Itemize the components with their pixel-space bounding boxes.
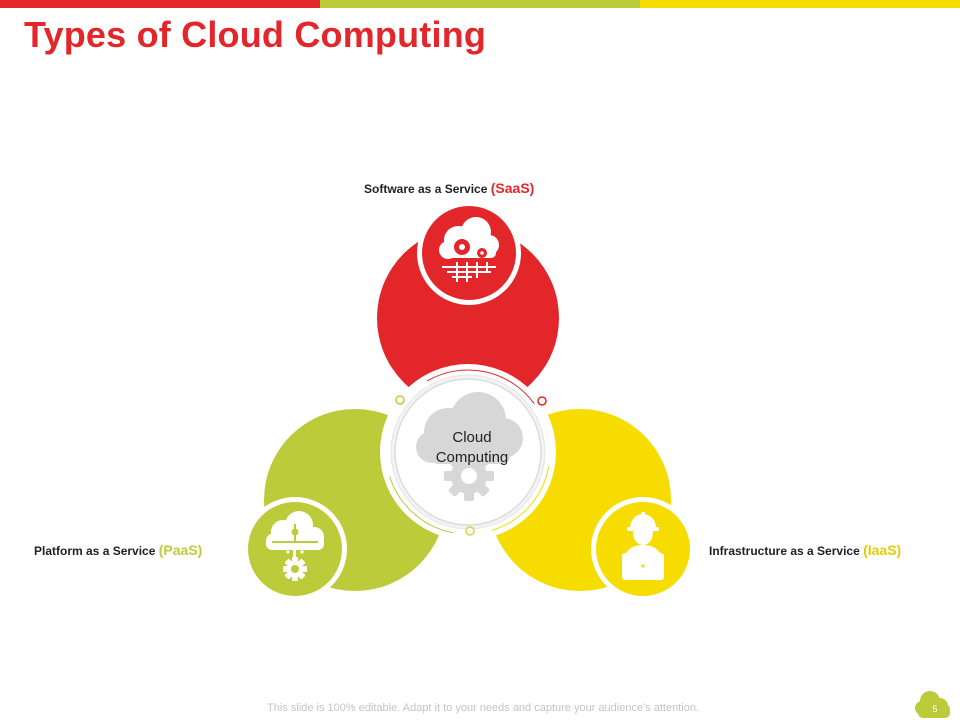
paas-label-text: Platform as a Service	[34, 544, 156, 558]
slide-title: Types of Cloud Computing	[24, 14, 487, 55]
saas-label-text: Software as a Service	[364, 182, 488, 196]
iaas-label: Infrastructure as a Service (IaaS)	[709, 542, 901, 558]
center-label-line2: Computing	[435, 449, 509, 466]
dot-red	[537, 396, 547, 406]
cloud-network-gear-icon	[266, 511, 324, 581]
paas-abbr: (PaaS)	[158, 542, 203, 558]
paas-label: Platform as a Service (PaaS)	[34, 542, 202, 558]
top-bar-green	[320, 0, 640, 8]
center-label-line1: Cloud	[452, 429, 492, 446]
dot-yellow	[465, 526, 475, 536]
top-bar-yellow	[640, 0, 960, 8]
saas-abbr: (SaaS)	[490, 180, 535, 196]
iaas-label-text: Infrastructure as a Service	[709, 544, 860, 558]
top-color-bar	[0, 0, 960, 8]
top-bar-red	[0, 0, 320, 8]
cloud-circuit-gear-icon	[439, 217, 499, 282]
iaas-abbr: (IaaS)	[863, 542, 902, 558]
cloud-icon	[915, 691, 950, 718]
center-label: Cloud Computing	[405, 428, 539, 468]
saas-label: Software as a Service (SaaS)	[364, 180, 534, 196]
saas-icon-disc	[417, 201, 521, 305]
footer-note: This slide is 100% editable. Adapt it to…	[267, 702, 699, 714]
iaas-icon-disc	[591, 497, 695, 601]
dot-green	[395, 395, 405, 405]
engineer-laptop-icon	[622, 512, 664, 580]
paas-icon-disc	[243, 497, 347, 601]
center-ring-thin	[385, 369, 551, 535]
page-number: 5	[932, 704, 938, 714]
cloud-gear-icon	[416, 392, 523, 501]
